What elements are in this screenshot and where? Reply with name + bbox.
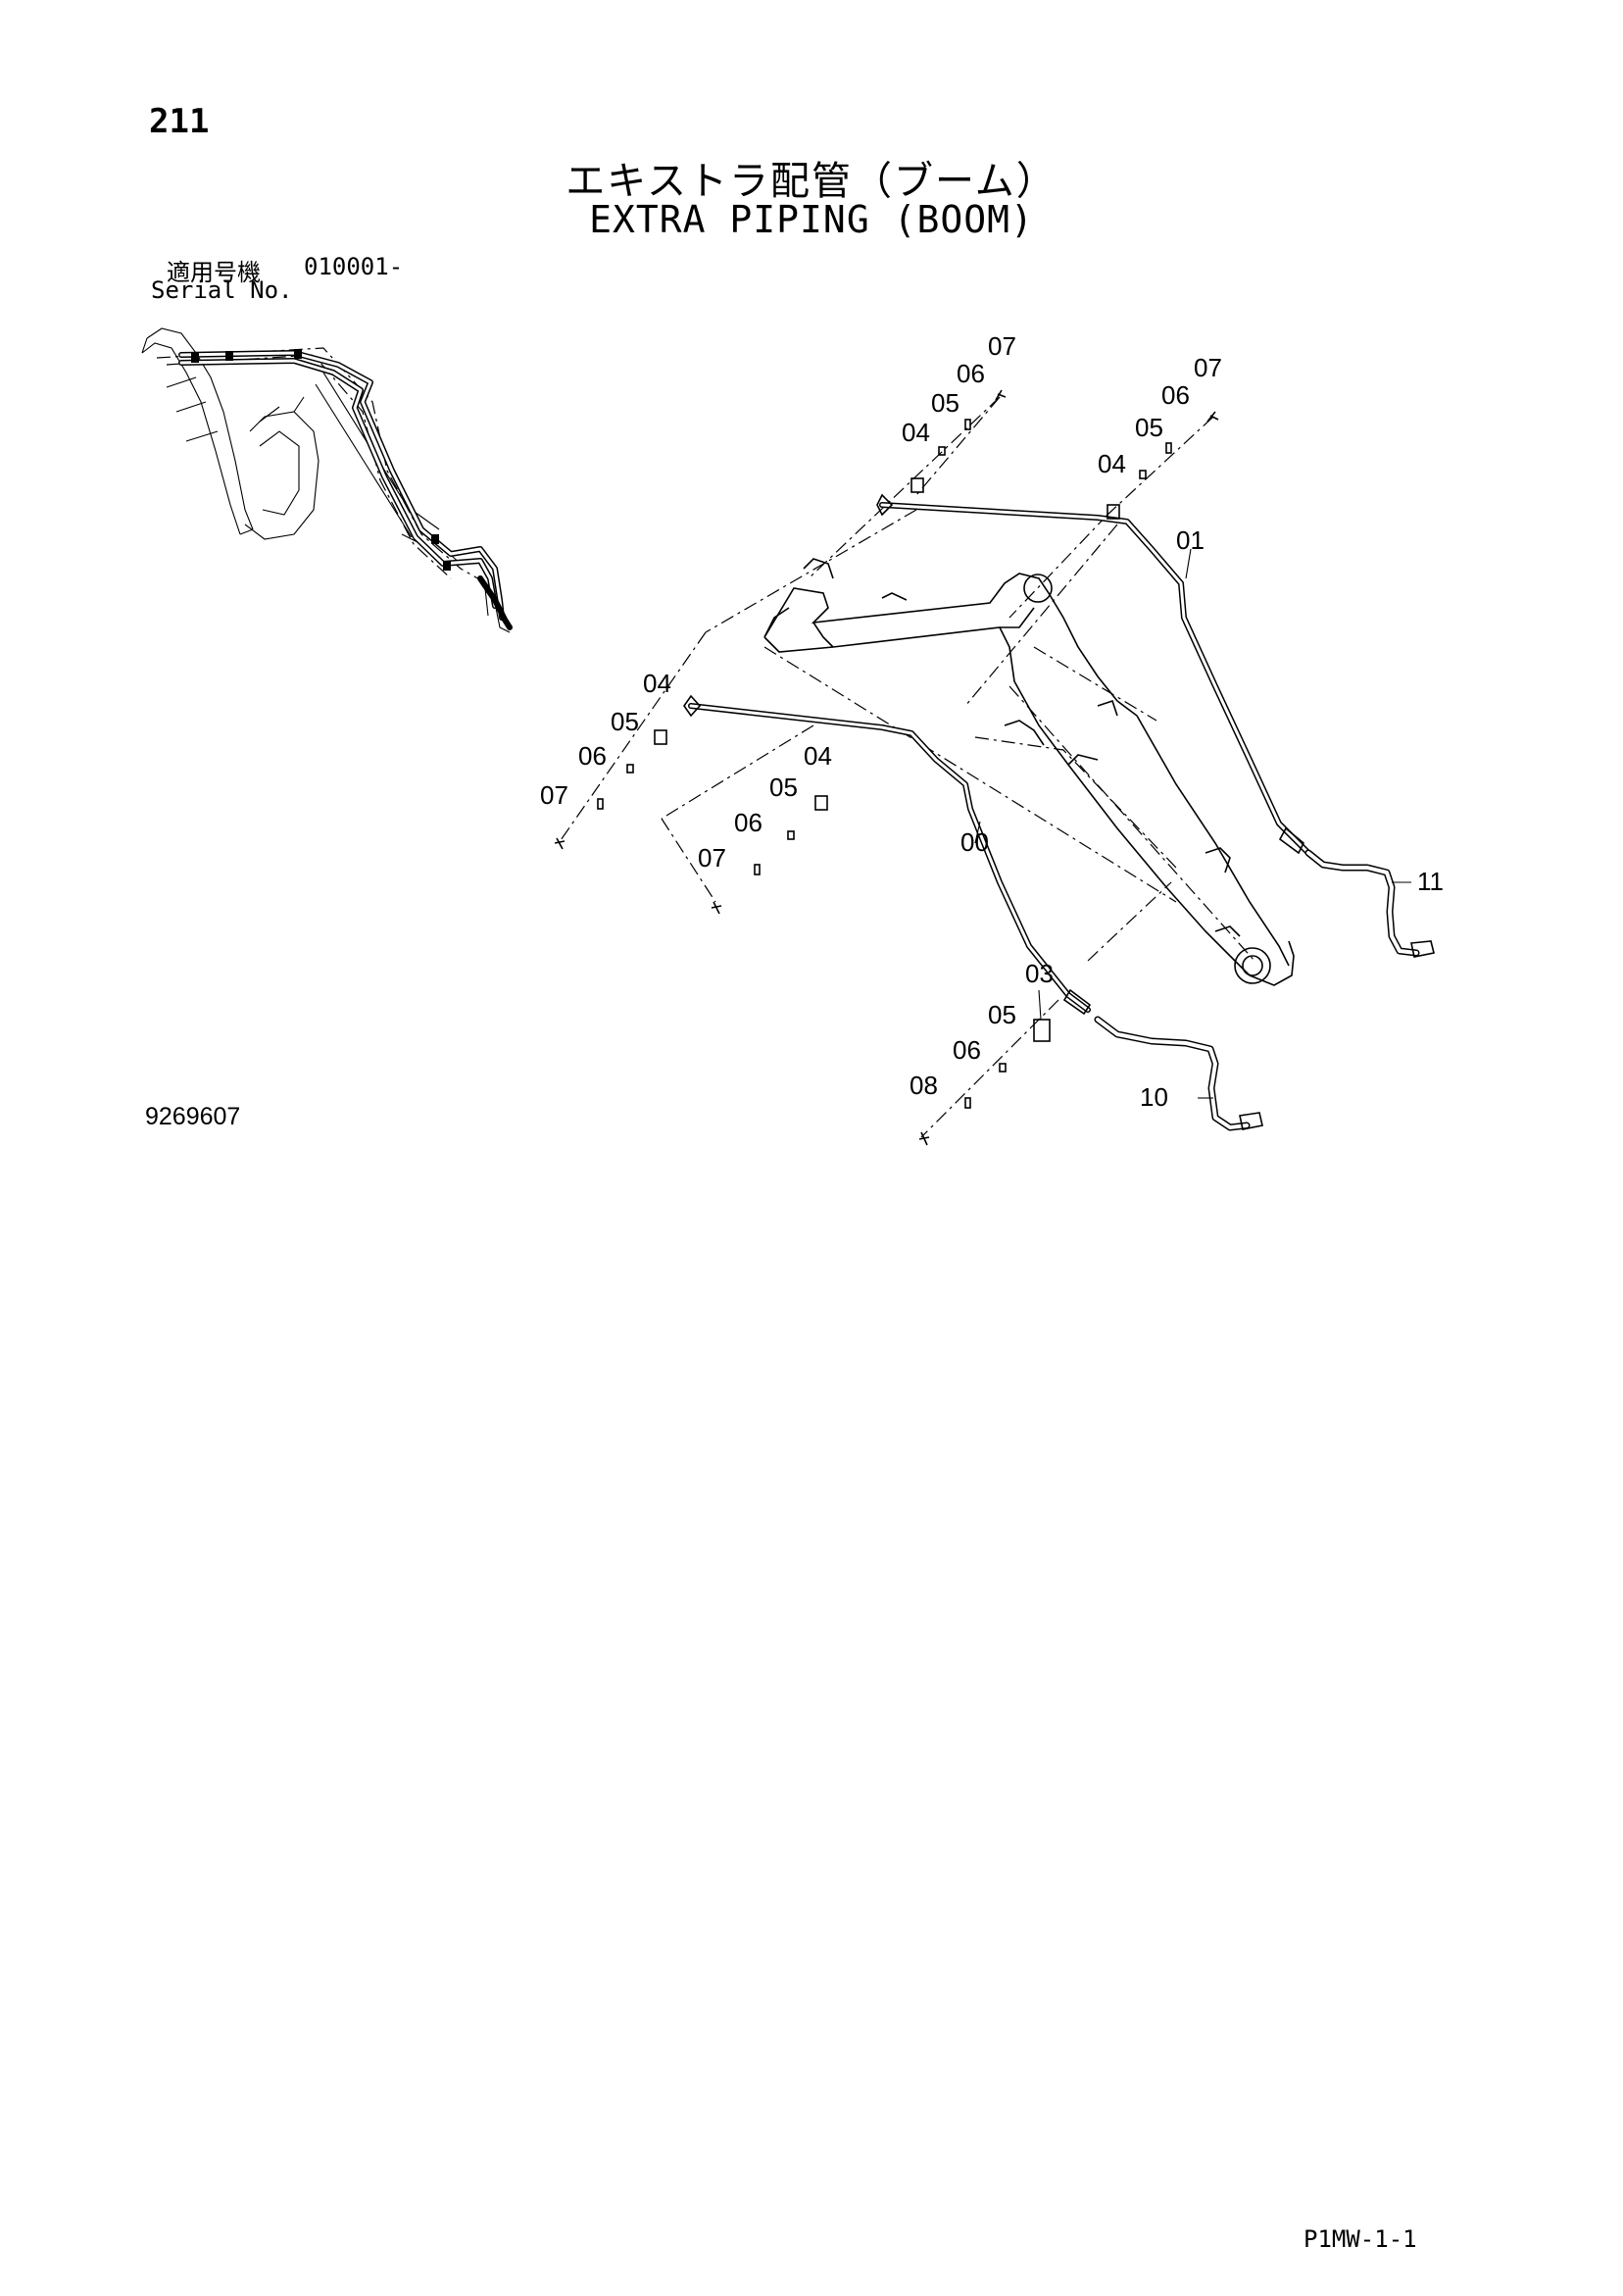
pipe-00 xyxy=(683,694,1092,1016)
callout-top-right-05: 05 xyxy=(1135,413,1163,442)
callout-bottom-05: 05 xyxy=(988,1000,1016,1029)
callout-mid-left-05: 05 xyxy=(611,707,639,736)
callout-11: 11 xyxy=(1417,867,1444,896)
callout-mid-left-07: 07 xyxy=(540,780,568,810)
callout-mid-left-04: 04 xyxy=(643,669,671,698)
callout-top-right-04: 04 xyxy=(1098,449,1126,478)
callout-top-right-07: 07 xyxy=(1194,353,1222,382)
callout-top-left-06: 06 xyxy=(957,359,985,388)
callout-bottom-08: 08 xyxy=(910,1071,938,1100)
callout-03: 03 xyxy=(1025,959,1054,988)
callout-mid-left-06: 06 xyxy=(578,741,607,771)
pipe-01 xyxy=(876,493,1311,856)
thumbnail-overview xyxy=(141,327,513,633)
page-title-japanese: エキストラ配管（ブーム） xyxy=(566,159,1057,204)
callout-01: 01 xyxy=(1176,525,1205,555)
hose-10 xyxy=(1094,1016,1263,1131)
document-number: 9269607 xyxy=(145,1103,241,1130)
leader-lines xyxy=(974,548,1411,1099)
serial-value: 010001- xyxy=(304,253,404,280)
callout-mid-right-06: 06 xyxy=(734,808,762,837)
fastener-stacks xyxy=(554,389,1219,1146)
callout-top-left-05: 05 xyxy=(931,388,959,418)
assembly-lines xyxy=(558,396,1177,1138)
page-title-english: EXTRA PIPING (BOOM) xyxy=(589,198,1034,241)
callout-10: 10 xyxy=(1140,1082,1168,1112)
callout-bottom-06: 06 xyxy=(953,1035,981,1065)
callout-top-left-07: 07 xyxy=(988,331,1016,361)
callout-mid-right-04: 04 xyxy=(804,741,832,771)
page-number: 211 xyxy=(149,102,210,141)
boom-outline xyxy=(763,558,1295,986)
footer-code: P1MW-1-1 xyxy=(1303,2225,1417,2253)
callout-mid-right-07: 07 xyxy=(698,843,726,873)
callout-top-right-06: 06 xyxy=(1161,380,1190,410)
callout-mid-right-05: 05 xyxy=(769,773,798,802)
callout-top-left-04: 04 xyxy=(902,418,930,447)
callout-00: 00 xyxy=(960,827,989,857)
callout-labels: 01 00 11 03 10 04 05 06 07 04 05 06 07 0… xyxy=(540,331,1444,1112)
hose-11 xyxy=(1304,849,1435,958)
serial-label-english: Serial No. xyxy=(151,276,293,304)
serial-label-japanese: 適用号機 xyxy=(167,259,261,286)
